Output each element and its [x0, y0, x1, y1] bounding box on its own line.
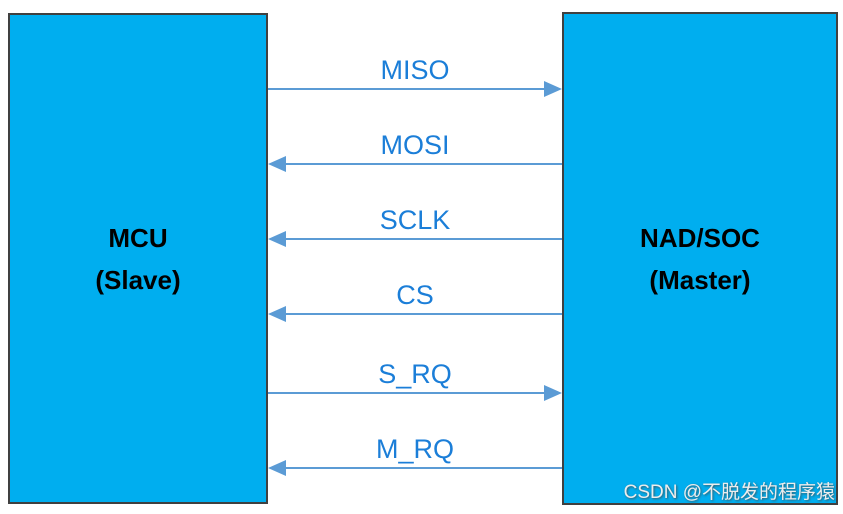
arrow-line — [282, 467, 562, 469]
mcu-box-title: MCU — [108, 222, 168, 253]
arrow-left-icon — [268, 231, 286, 247]
signal-row-m-rq: M_RQ — [268, 434, 562, 476]
nad-soc-box-role: (Master) — [649, 264, 751, 295]
nad-soc-master-box: NAD/SOC (Master) — [562, 12, 838, 505]
signal-row-cs: CS — [268, 280, 562, 322]
arrow-left-icon — [268, 156, 286, 172]
signal-label-s-rq: S_RQ — [378, 359, 452, 389]
nad-soc-box-title: NAD/SOC — [640, 222, 760, 253]
mcu-slave-box: MCU (Slave) — [8, 13, 268, 504]
signal-label-m-rq: M_RQ — [375, 434, 454, 464]
signal-row-s-rq: S_RQ — [268, 359, 562, 401]
arrow-left-icon — [268, 460, 286, 476]
signal-label-sclk: SCLK — [379, 205, 451, 235]
signal-row-sclk: SCLK — [268, 205, 562, 247]
arrow-line — [282, 238, 562, 240]
arrow-right-icon — [544, 385, 562, 401]
signal-label-cs: CS — [396, 280, 434, 310]
csdn-watermark: CSDN @不脱发的程序猿 — [623, 482, 835, 503]
arrow-line — [268, 392, 548, 394]
signal-row-miso: MISO — [268, 55, 562, 97]
arrow-line — [282, 313, 562, 315]
arrow-line — [282, 163, 562, 165]
signal-label-mosi: MOSI — [380, 130, 450, 160]
arrow-right-icon — [544, 81, 562, 97]
arrow-line — [268, 88, 548, 90]
signal-row-mosi: MOSI — [268, 130, 562, 172]
signal-label-miso: MISO — [380, 55, 450, 85]
arrow-left-icon — [268, 306, 286, 322]
mcu-box-role: (Slave) — [95, 264, 181, 295]
